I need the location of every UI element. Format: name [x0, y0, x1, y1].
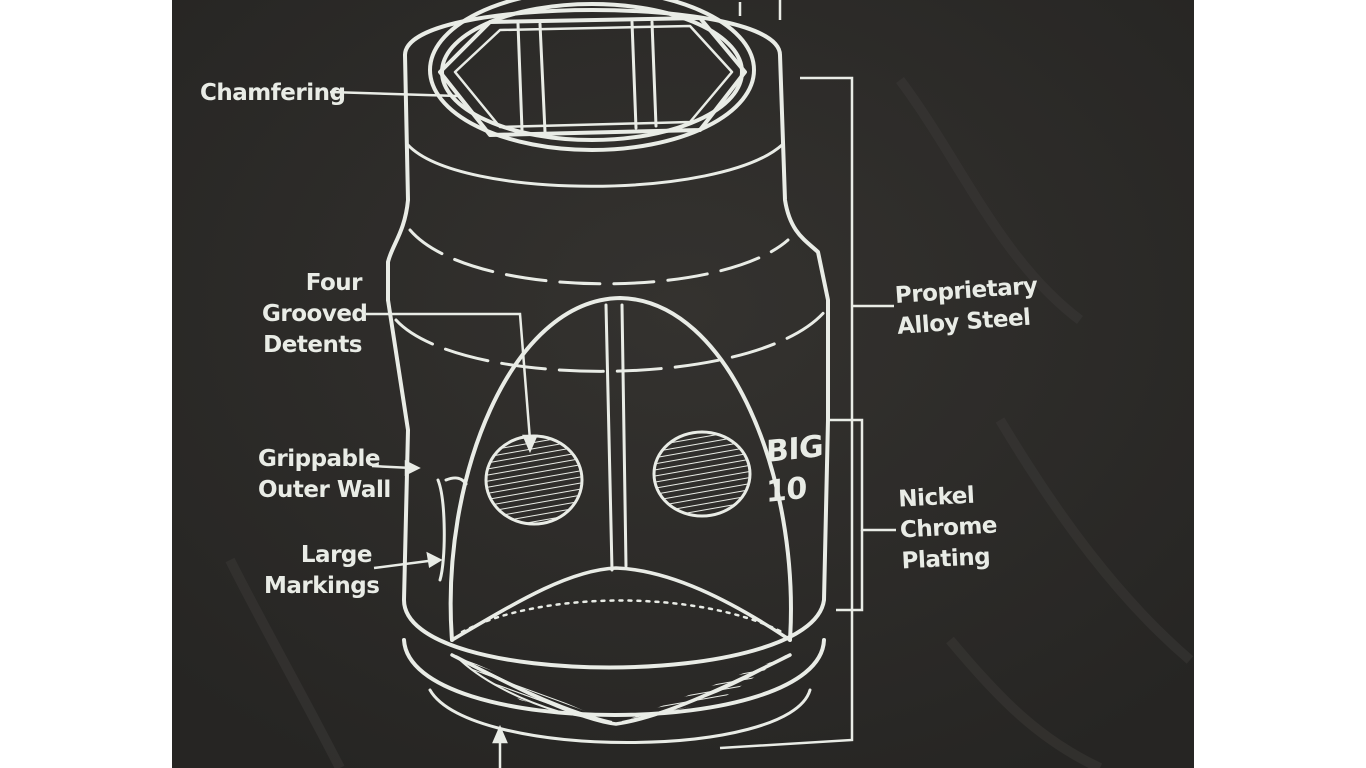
cutaway-dome: [448, 296, 793, 642]
socket-side-marking: BIG 10: [766, 428, 824, 511]
leader-markings: [373, 558, 437, 570]
fabric-wrinkles: [225, 77, 1194, 768]
fabric-background: [172, 0, 1194, 768]
tshirt-photo: BIG 10 BIG 10 Chamfering Four Grooved De…: [172, 0, 1194, 768]
bracket-alloy-steel: [719, 76, 854, 750]
callout-grippable-outer-wall: Grippable Outer Wall: [258, 446, 391, 503]
detent-right: [652, 430, 752, 518]
socket-top-rim: [428, 0, 756, 152]
callout-proprietary-alloy-steel: Proprietary Alloy Steel: [894, 273, 1039, 340]
socket-lower-body: [386, 298, 830, 670]
callout-chamfering: Chamfering: [200, 80, 346, 106]
callout-nickel-chrome-plating: Nickel Chrome Plating: [897, 482, 998, 575]
leader-chamfering: [329, 90, 459, 98]
callout-large-markings: Large Markings: [264, 542, 380, 599]
socket-blueprint-drawing: [172, 0, 1194, 768]
bracket-plating: [738, 0, 782, 20]
side-marking-panel: [436, 478, 446, 582]
square-drive: [450, 566, 792, 642]
detent-left: [484, 434, 584, 526]
base-hatch-right: [622, 656, 786, 722]
hex-opening: [438, 16, 747, 137]
leader-detents: [366, 312, 532, 441]
callout-four-grooved-detents: Four Grooved Detents: [262, 270, 368, 358]
